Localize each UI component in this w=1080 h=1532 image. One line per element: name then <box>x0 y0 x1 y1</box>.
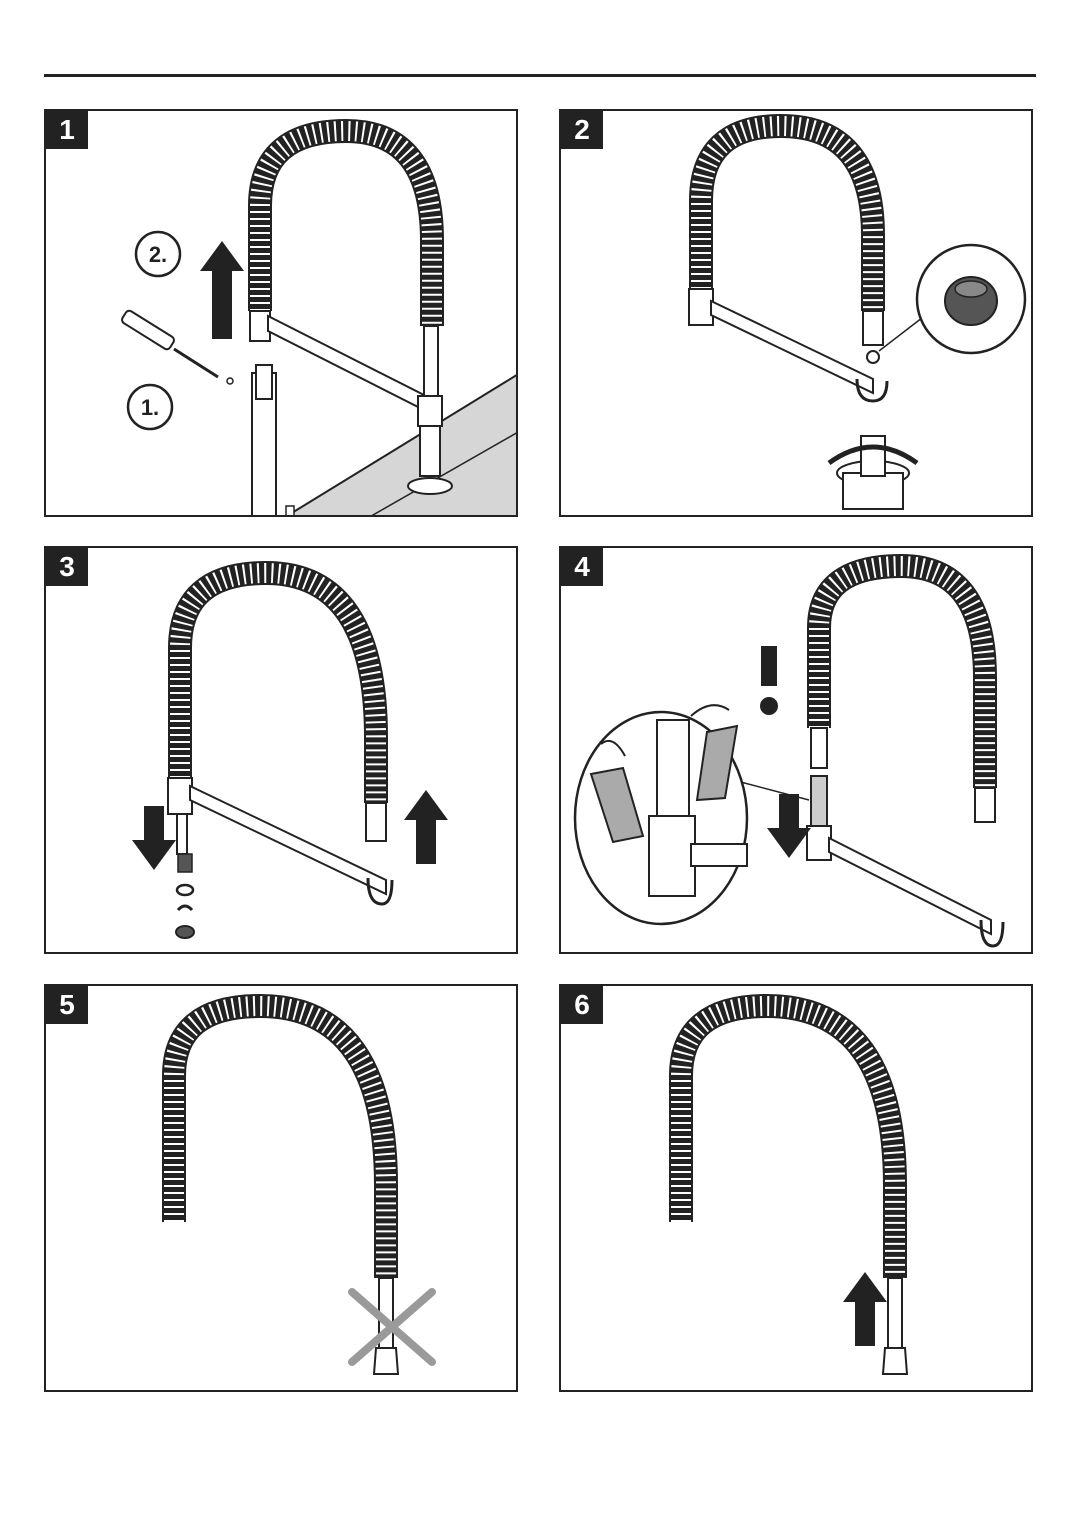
step-4-illustration <box>573 553 1005 948</box>
swivel-arm <box>828 836 992 936</box>
swivel-arm <box>189 784 387 896</box>
step-2-illustration <box>688 113 1027 510</box>
rotate-right-arrow-icon <box>690 704 730 717</box>
step-1-panel: 1 2. 1. <box>44 109 518 517</box>
step-number-badge: 6 <box>561 986 603 1024</box>
top-rule <box>44 74 1036 77</box>
step-4-panel: 4 <box>559 546 1033 954</box>
callout-1-label: 1. <box>141 395 159 420</box>
countertop <box>286 374 516 515</box>
aerator-icon <box>175 925 195 939</box>
swivel-arm <box>267 314 427 413</box>
step-number-badge: 2 <box>561 111 603 149</box>
spray-holder <box>366 877 394 906</box>
callout-2-label: 2. <box>149 242 167 267</box>
clip-icon <box>176 904 194 912</box>
step-3-panel: 3 <box>44 546 518 954</box>
faucet-base <box>407 477 453 495</box>
rotate-right-part <box>695 724 739 802</box>
rotate-left-arrow-icon <box>600 740 626 757</box>
spray-holder <box>979 919 1005 948</box>
up-arrow-icon <box>404 790 448 864</box>
screwdriver-icon <box>121 309 219 379</box>
step-number-badge: 4 <box>561 548 603 586</box>
washer-icon <box>175 883 195 897</box>
spray-head <box>372 1347 400 1375</box>
spring-hose <box>689 113 885 311</box>
swivel-arm <box>710 299 874 395</box>
set-screw-icon <box>226 377 234 385</box>
spring-hose <box>162 993 398 1278</box>
warning-icon <box>761 646 777 686</box>
step-number-badge: 5 <box>46 986 88 1024</box>
rotate-arrow-icon <box>827 444 919 466</box>
step-number-badge: 3 <box>46 548 88 586</box>
up-arrow-icon <box>843 1272 887 1346</box>
step-6-panel: 6 <box>559 984 1033 1392</box>
step-5-panel: 5 <box>44 984 518 1392</box>
cross-out-icon <box>348 1288 436 1366</box>
rotate-left-part <box>589 766 645 844</box>
callout-2-circle <box>134 230 182 278</box>
spray-holder <box>855 378 889 403</box>
spring-hose <box>248 118 444 326</box>
step-number-badge: 1 <box>46 111 88 149</box>
step-5-illustration <box>162 993 436 1375</box>
down-arrow-icon <box>767 794 811 858</box>
step-2-panel: 2 <box>559 109 1033 517</box>
step-6-illustration <box>669 993 909 1375</box>
step-1-illustration: 2. 1. <box>121 118 516 515</box>
step-3-illustration <box>132 560 448 939</box>
spring-hose <box>807 553 997 788</box>
callout-1-circle <box>126 383 174 431</box>
up-arrow-icon <box>200 241 244 339</box>
down-arrow-icon <box>132 806 176 870</box>
spray-head <box>881 1347 909 1375</box>
